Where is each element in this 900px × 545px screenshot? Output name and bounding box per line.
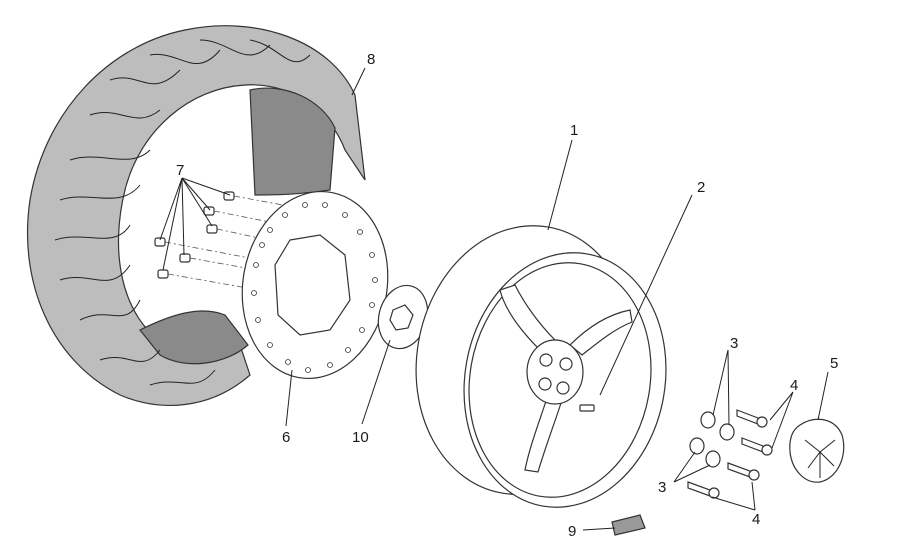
screws <box>687 409 773 499</box>
callout-5: 5 <box>830 355 838 372</box>
leader-lines <box>159 67 829 531</box>
callout-2: 2 <box>697 179 705 196</box>
callout-3-bottom: 3 <box>658 479 666 496</box>
brake-disc <box>241 190 389 380</box>
balance-weight <box>611 514 646 536</box>
tyre <box>26 25 366 406</box>
callout-10: 10 <box>352 429 369 446</box>
hub-cover <box>789 418 845 483</box>
washers <box>689 411 735 468</box>
valve <box>579 404 595 412</box>
callout-1: 1 <box>570 122 578 139</box>
callout-8: 8 <box>367 51 375 68</box>
callout-3-top: 3 <box>730 335 738 352</box>
wheel-rim <box>415 225 667 508</box>
callout-labels: 1 2 3 3 4 4 5 6 7 8 9 10 <box>176 51 838 540</box>
spacer-plate <box>377 284 429 350</box>
callout-4-top: 4 <box>790 377 798 394</box>
callout-4-bottom: 4 <box>752 511 760 528</box>
callout-9: 9 <box>568 523 576 540</box>
callout-7: 7 <box>176 162 184 179</box>
callout-6: 6 <box>282 429 290 446</box>
